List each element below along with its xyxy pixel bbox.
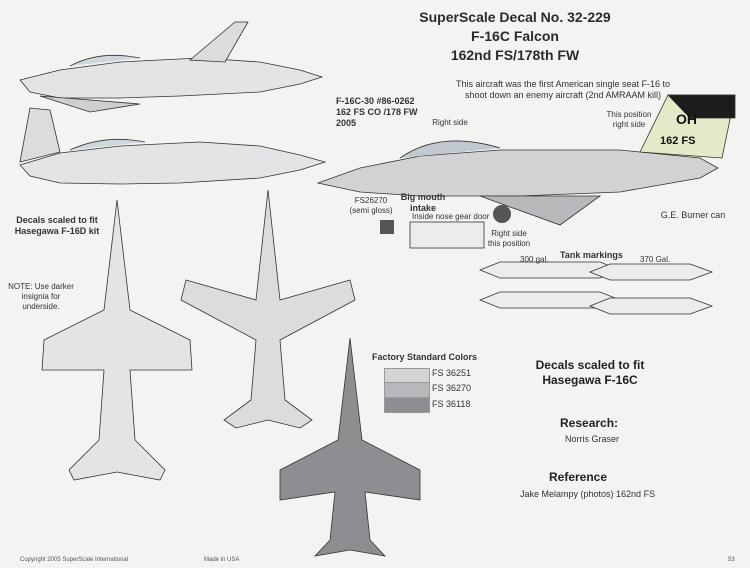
research-label: Research: [560,416,619,430]
title-decal-number: SuperScale Decal No. 32-229 [419,9,611,25]
footer-made-in: Made in USA [204,557,240,563]
main-decal-note: Decals scaled to fit Hasegawa F-16C [535,358,645,387]
footer-copyright: Copyright 2005 SuperScale International [20,557,129,563]
fs-code-36270: FS 36270 [432,383,472,393]
callout-ge-burner: G.E. Burner can [660,210,726,220]
callout-right-side-top: Right side [432,118,468,127]
callout-this-position: This position right side [606,110,652,129]
callout-big-mouth: Big mouth intake [400,192,446,213]
research-name: Norris Graser [565,434,620,444]
plan-view-bottom-color [279,337,421,557]
side-view-f16d-top [19,21,324,113]
tail-code-text: OH [676,111,697,127]
reference-label: Reference [549,470,608,484]
aircraft-serial: F-16C-30 #86-0262 162 FS CO /178 FW 2005 [336,96,418,128]
color-chip-36118 [384,397,430,413]
plan-view-top [180,189,356,429]
plan-view-left [41,199,193,481]
title-unit: 162nd FS/178th FW [450,47,580,63]
svg-text:162 FS: 162 FS [660,135,695,147]
callout-fs26270: FS26270 (semi gloss) [349,196,393,215]
tank-300-label: 300 gal. [520,255,549,264]
tank-drawings [478,261,714,315]
fs-code-36251: FS 36251 [432,368,472,378]
history-note: This aircraft was the first American sin… [455,79,671,100]
callout-right-side-position: Right side this position [487,229,531,248]
reference-text: Jake Melampy (photos) 162nd FS [520,489,656,499]
side-view-f16c-color [316,94,736,226]
tank-370-label: 370 Gal. [640,255,671,264]
note-hasegawa-f16d: Decals scaled to fit Hasegawa F-16D kit [14,215,100,236]
footer-page: 53 [728,557,735,563]
callout-nose-gear: Inside nose gear door [412,212,490,221]
side-view-f16d-bottom [19,107,327,185]
tank-markings-label: Tank markings [560,250,623,260]
title-aircraft: F-16C Falcon [471,28,559,44]
factory-colors-title: Factory Standard Colors [372,352,478,362]
page-title: SuperScale Decal No. 32-229 F-16C Falcon… [395,8,635,65]
fs-code-36118: FS 36118 [432,399,471,409]
note-insignia: NOTE: Use darker insignia for underside. [8,282,74,311]
color-chip-36270 [384,382,430,398]
